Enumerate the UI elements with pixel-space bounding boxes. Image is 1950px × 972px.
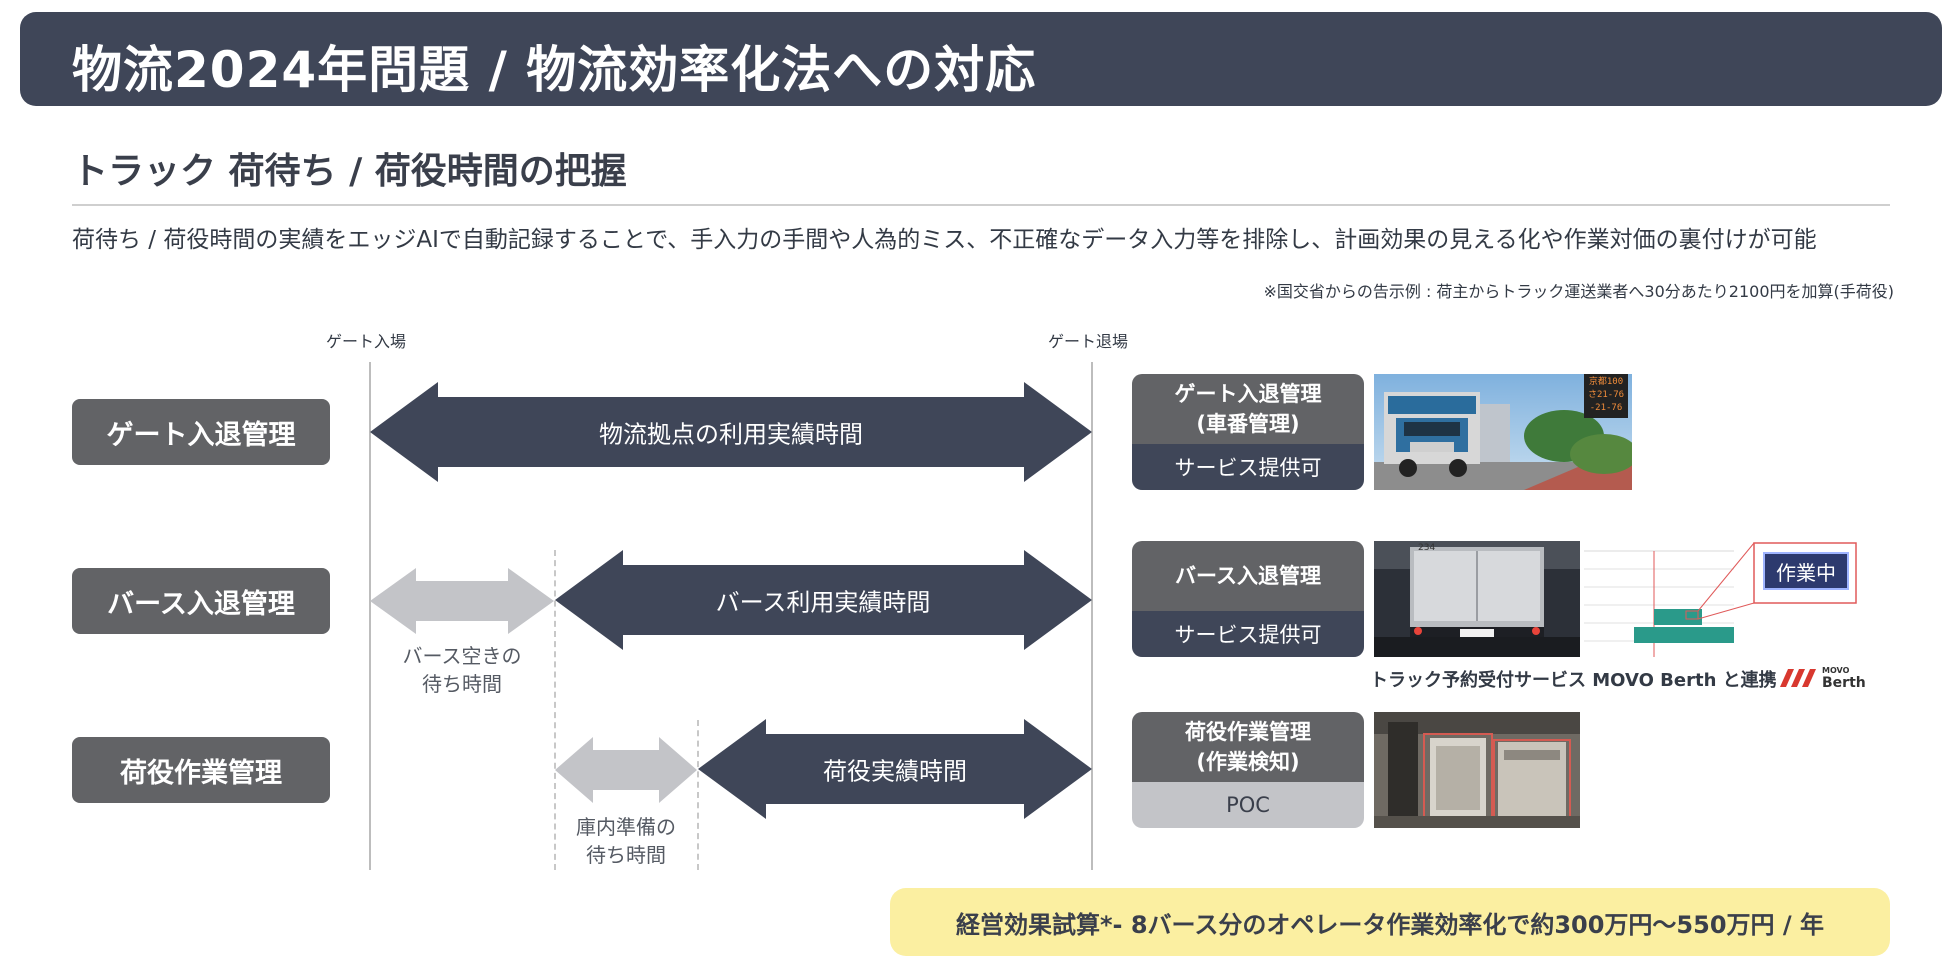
plate-display: 京都100 さ21-76 -21-76 <box>1587 377 1625 413</box>
movo-logo-icon <box>1780 669 1816 687</box>
row-label-gate: ゲート入退管理 <box>72 399 330 465</box>
business-effect-banner: 経営効果試算*- 8バース分のオペレータ作業効率化で約300万円〜550万円 /… <box>890 888 1890 956</box>
service-status-cargo: POC <box>1132 782 1364 828</box>
movo-berth-caption: トラック予約受付サービス MOVO Berth と連携 <box>1370 670 1777 691</box>
berth-in-dashed-line <box>554 550 556 870</box>
service-card-berth: バース入退管理 サービス提供可 <box>1132 541 1364 657</box>
section-title: トラック 荷待ち / 荷役時間の把握 <box>72 151 627 192</box>
gate-out-label: ゲート退場 <box>1048 332 1129 351</box>
arrow-cargo-time <box>698 719 1092 819</box>
truck-number: 234 <box>1418 543 1436 553</box>
gate-out-line <box>1091 362 1093 870</box>
arrow-facility-time-label: 物流拠点の利用実績時間 <box>599 420 863 449</box>
cargo-work-photo <box>1374 712 1580 828</box>
arrow-cargo-time-label: 荷役実績時間 <box>823 757 967 786</box>
section-divider <box>72 204 1890 206</box>
prep-wait-label: 庫内準備の 待ち時間 <box>576 815 676 867</box>
berth-wait-label: バース空きの 待ち時間 <box>402 644 522 696</box>
movo-logo-main: Berth <box>1822 675 1866 691</box>
section-description: 荷待ち / 荷役時間の実績をエッジAIで自動記録することで、手入力の手間や人為的… <box>72 227 1817 253</box>
working-status-badge: 作業中 <box>1776 560 1836 585</box>
gate-in-line <box>369 362 371 870</box>
service-status-berth: サービス提供可 <box>1132 611 1364 657</box>
movo-berth-screen: 作業中 <box>1584 541 1858 657</box>
title-bar: 物流2024年問題 / 物流効率化法への対応 <box>20 12 1942 106</box>
berth-truck-photo: 234 <box>1374 541 1580 657</box>
regulation-note: ※国交省からの告示例 : 荷主からトラック運送業者へ30分あたり2100円を加算… <box>1263 282 1894 301</box>
gate-truck-photo: 京都100 さ21-76 -21-76 <box>1374 374 1632 490</box>
arrow-berth-wait <box>370 568 554 634</box>
row-label-berth: バース入退管理 <box>72 568 330 634</box>
service-card-cargo: 荷役作業管理 (作業検知) POC <box>1132 712 1364 828</box>
arrow-berth-usage-label: バース利用実績時間 <box>715 588 931 617</box>
service-card-gate: ゲート入退管理 (車番管理) サービス提供可 <box>1132 374 1364 490</box>
arrow-berth-usage <box>555 550 1092 650</box>
page-title: 物流2024年問題 / 物流効率化法への対応 <box>72 41 1037 99</box>
gate-in-label: ゲート入場 <box>326 332 407 351</box>
arrow-prep-wait <box>555 737 697 803</box>
service-status-gate: サービス提供可 <box>1132 444 1364 490</box>
arrow-facility-time <box>370 382 1092 482</box>
movo-logo-small: MOVO <box>1822 666 1850 675</box>
work-start-dashed-line <box>697 720 699 870</box>
row-label-cargo: 荷役作業管理 <box>72 737 330 803</box>
movo-berth-logo: MOVO Berth <box>1780 666 1866 690</box>
